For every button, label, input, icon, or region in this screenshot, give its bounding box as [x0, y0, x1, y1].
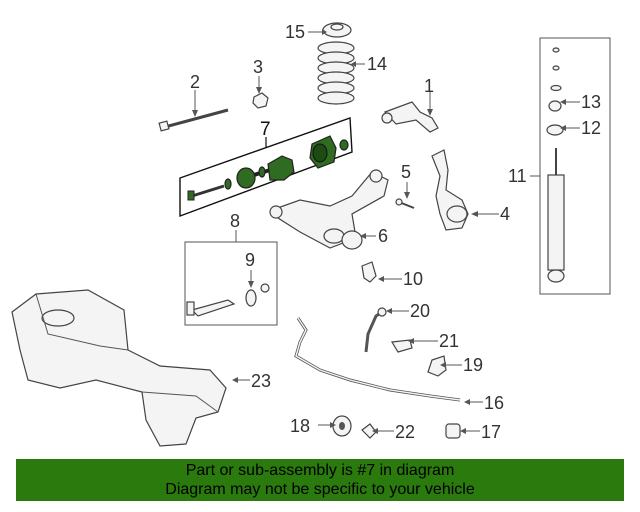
parts-diagram: 15 14 2 3 1 [11, 22, 611, 447]
part-17-bushing[interactable] [445, 423, 480, 439]
part-1-upper-control-arm[interactable] [381, 92, 439, 133]
callout-2: 2 [190, 72, 200, 92]
callout-20: 20 [410, 301, 430, 321]
callout-21: 21 [439, 331, 459, 351]
callout-23: 23 [251, 371, 271, 391]
part-6-ball-joint[interactable] [341, 230, 376, 250]
part-15-spring-seat[interactable] [308, 22, 352, 38]
callout-4: 4 [500, 204, 510, 224]
banner-line-2: Diagram may not be specific to your vehi… [165, 481, 475, 498]
callout-5: 5 [401, 162, 411, 182]
callout-17: 17 [481, 422, 501, 442]
part-7-axle-assembly[interactable] [179, 117, 353, 218]
part-19-bushing[interactable] [427, 355, 462, 377]
callout-6: 6 [378, 226, 388, 246]
part-8-hardware-kit[interactable] [184, 230, 278, 326]
part-20-stabilizer-link[interactable] [364, 307, 409, 353]
callout-19: 19 [463, 355, 483, 375]
callout-12: 12 [581, 118, 601, 138]
callout-16: 16 [484, 393, 504, 413]
part-3-nut[interactable] [252, 76, 269, 109]
banner-line-1: Part or sub-assembly is #7 in diagram [185, 462, 455, 479]
callout-9: 9 [245, 250, 255, 270]
callout-3: 3 [253, 57, 263, 77]
callout-22: 22 [395, 422, 415, 442]
info-banner: Part or sub-assembly is #7 in diagram Di… [16, 459, 624, 501]
part-12-mount[interactable] [546, 124, 580, 136]
callout-8: 8 [230, 211, 240, 231]
part-16-stabilizer-bar[interactable] [294, 317, 483, 405]
part-22-clip[interactable] [361, 423, 394, 439]
part-4-steering-knuckle[interactable] [431, 149, 499, 231]
callout-13: 13 [581, 92, 601, 112]
part-18-bushing[interactable] [318, 415, 352, 437]
part-21-bracket[interactable] [391, 338, 438, 353]
callout-11: 11 [508, 166, 527, 186]
part-10-tie-rod-end[interactable] [361, 261, 402, 283]
lower-control-arm[interactable] [269, 169, 389, 249]
part-2-bolt[interactable] [158, 90, 229, 132]
part-14-coil-spring[interactable] [317, 41, 365, 105]
callout-7: 7 [260, 119, 271, 140]
part-5-bolt[interactable] [395, 182, 415, 209]
callout-15: 15 [285, 22, 305, 42]
callout-1: 1 [424, 76, 434, 96]
part-23-crossmember[interactable] [11, 289, 250, 447]
part-13-bushing[interactable] [548, 99, 580, 112]
callout-14: 14 [367, 54, 387, 74]
callout-10: 10 [403, 269, 423, 289]
callout-18: 18 [290, 416, 310, 436]
part-11-shock-absorber[interactable] [530, 37, 611, 295]
